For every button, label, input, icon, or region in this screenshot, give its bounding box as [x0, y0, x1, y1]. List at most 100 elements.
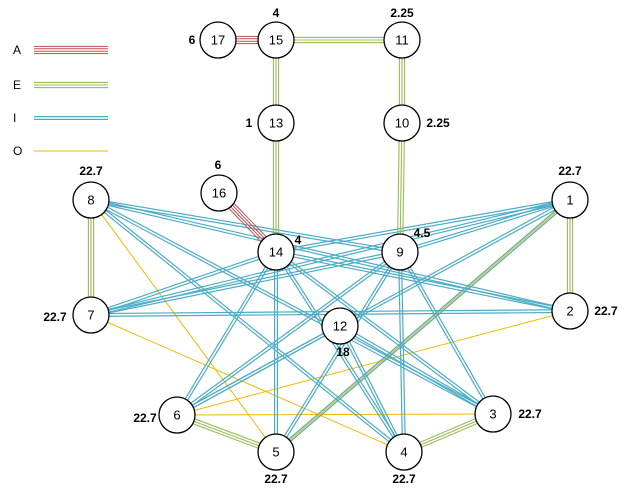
edge-line — [275, 198, 570, 252]
edge-6-3-o — [176, 413, 494, 416]
legend-swatch-e — [34, 81, 108, 89]
node-circle — [72, 181, 110, 219]
edge-2-6-o — [176, 310, 571, 416]
node-13: 131 — [246, 104, 295, 142]
edge-line — [274, 250, 400, 452]
node-circle — [257, 233, 295, 271]
node-value: 18 — [336, 345, 350, 359]
edge-line — [276, 250, 571, 311]
edge-line — [399, 198, 570, 252]
node-label: 5 — [272, 445, 279, 460]
node-label: 3 — [489, 407, 496, 422]
node-6: 622.7 — [133, 396, 196, 434]
node-label: 16 — [212, 186, 226, 201]
edge-10-9-e — [396, 122, 406, 253]
node-8: 822.7 — [72, 164, 110, 219]
edge-line — [399, 122, 403, 253]
edge-8-7-e — [87, 200, 95, 315]
node-label: 8 — [87, 193, 94, 208]
edge-line — [91, 198, 406, 452]
edge-line — [175, 250, 276, 415]
legend-label-o: O — [13, 144, 22, 158]
node-value: 2.25 — [390, 6, 414, 20]
edge-line — [176, 324, 340, 415]
edge-12-3-i — [339, 324, 494, 416]
edge-line — [177, 252, 278, 417]
edge-line — [340, 324, 494, 414]
edge-line — [338, 326, 404, 453]
node-value: 22.7 — [392, 472, 416, 486]
edge-14-3-i — [274, 250, 495, 416]
node-value: 4 — [295, 233, 302, 247]
edge-line — [340, 325, 406, 452]
edge-12-6-i — [176, 324, 341, 417]
edge-line — [89, 200, 404, 454]
node-value: 6 — [189, 33, 196, 47]
node-12: 12 18 — [321, 307, 359, 359]
edge-line — [177, 326, 341, 417]
node-label: 15 — [269, 33, 283, 48]
edge-line — [276, 250, 495, 414]
node-7: 722.7 — [43, 296, 110, 334]
node-value: 22.7 — [518, 407, 542, 421]
edge-layer — [87, 35, 574, 455]
edge-7-4-o — [90, 314, 405, 453]
node-4: 422.7 — [385, 433, 423, 486]
node-circle — [321, 307, 359, 345]
node-label: 10 — [395, 116, 409, 131]
edge-line — [398, 252, 404, 453]
node-value: 22.7 — [43, 310, 67, 324]
edge-line — [90, 200, 493, 416]
node-circle — [72, 296, 110, 334]
legend-label-i: I — [13, 111, 16, 125]
legend-label-a: A — [13, 43, 21, 57]
edge-12-4-i — [338, 325, 406, 453]
node-label: 2 — [566, 304, 573, 319]
node-label: 12 — [333, 319, 347, 334]
node-value: 1 — [246, 116, 253, 130]
edge-9-6-i — [175, 250, 402, 417]
edge-line — [90, 250, 276, 315]
node-value: 4.5 — [414, 226, 431, 240]
edge-line — [396, 122, 400, 252]
legend-label-e: E — [13, 78, 21, 92]
node-label: 1 — [566, 193, 573, 208]
node-circle — [199, 21, 237, 59]
node-label: 9 — [396, 245, 403, 260]
edge-line — [176, 413, 494, 416]
edge-line — [91, 200, 571, 317]
edge-1-5-i — [274, 198, 572, 454]
node-14: 144 — [257, 233, 302, 271]
edge-line — [275, 252, 570, 313]
edge-15-11-e — [276, 36, 402, 44]
node-circle — [257, 21, 295, 59]
node-value: 22.7 — [79, 164, 103, 178]
edge-13-14-e — [272, 123, 280, 252]
edge-line — [91, 198, 571, 311]
edge-7-1-i — [90, 198, 571, 317]
edge-line — [90, 200, 570, 313]
edge-line — [402, 123, 406, 253]
edge-line — [90, 198, 570, 315]
edge-8-5-o — [90, 199, 277, 453]
node-circle — [551, 181, 589, 219]
edge-14-5-i — [274, 252, 278, 452]
edge-line — [274, 252, 493, 416]
edge-line — [398, 252, 493, 415]
edge-8-4-i — [89, 198, 406, 454]
edge-line — [276, 252, 402, 454]
node-label: 17 — [211, 33, 225, 48]
edge-line — [339, 326, 493, 416]
node-circle — [158, 396, 196, 434]
node-5: 522.7 — [257, 433, 295, 486]
node-circle — [385, 433, 423, 471]
node-circle — [200, 174, 238, 212]
node-11: 112.25 — [383, 6, 421, 59]
node-value: 22.7 — [594, 304, 618, 318]
node-label: 7 — [87, 308, 94, 323]
